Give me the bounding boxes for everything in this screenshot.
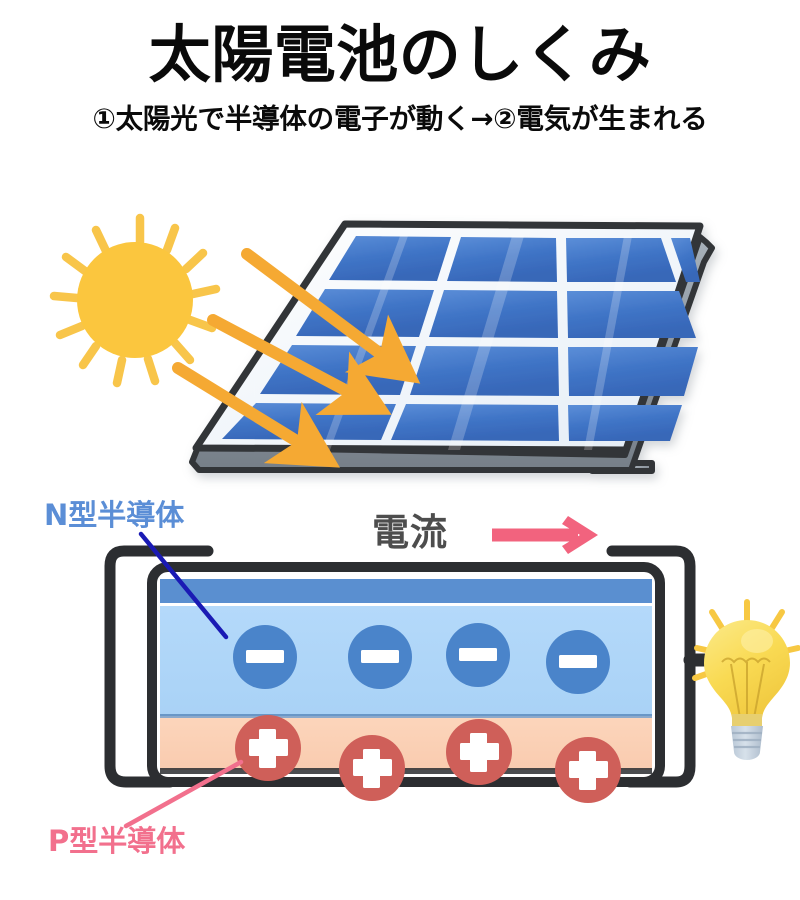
sun-icon — [49, 213, 221, 388]
sunlight-arrow-icon — [172, 248, 421, 468]
light-bulb-icon — [692, 599, 800, 760]
n-type-label: N型半導体 — [44, 498, 185, 532]
hole-carrier — [339, 735, 405, 801]
n-label-leader-line — [138, 531, 229, 640]
hole-carrier — [555, 737, 621, 803]
p-type-label: P型半導体 — [48, 824, 186, 858]
sun-body — [77, 242, 193, 358]
p-label-leader-line — [123, 759, 244, 829]
panel-cells — [222, 236, 700, 450]
current-arrow-icon — [492, 516, 598, 554]
bulb-highlight — [741, 629, 773, 653]
n-top-electrode — [160, 579, 652, 603]
bulb-neck — [732, 714, 762, 726]
hole-group — [235, 715, 621, 803]
hole-carrier — [235, 715, 301, 781]
electron-group — [233, 623, 610, 694]
electron-carrier — [446, 623, 510, 687]
bulb-base — [731, 726, 763, 760]
header: 太陽電池のしくみ ①太陽光で半導体の電子が動く→②電気が生まれる — [0, 0, 800, 136]
electron-carrier — [233, 625, 297, 689]
solar-panel-icon — [189, 220, 715, 474]
electron-carrier — [546, 630, 610, 694]
current-label: 電流 — [372, 511, 448, 554]
page-title: 太陽電池のしくみ — [148, 18, 652, 91]
hole-carrier — [446, 719, 512, 785]
electron-carrier — [348, 625, 412, 689]
pn-junction-line — [160, 714, 652, 718]
sun-rays — [49, 213, 221, 388]
bulb-filament — [721, 657, 771, 719]
page-subtitle: ①太陽光で半導体の電子が動く→②電気が生まれる — [92, 103, 708, 136]
p-bottom-electrode — [160, 768, 652, 774]
